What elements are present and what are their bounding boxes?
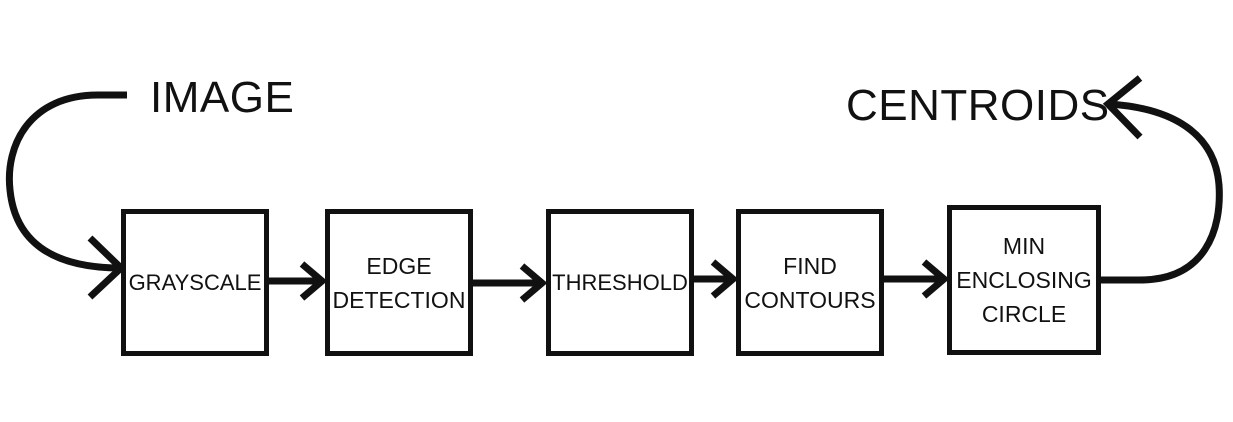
arrow-2-3-head bbox=[519, 263, 548, 303]
end-curve-arrow bbox=[1101, 100, 1223, 284]
arrow-1-2-head bbox=[299, 261, 328, 301]
step-label: THRESHOLD bbox=[552, 269, 688, 295]
end-label-centroids: CENTROIDS bbox=[846, 81, 1110, 130]
step-label: FIND CONTOURS bbox=[744, 252, 876, 313]
step-label: GRAYSCALE bbox=[128, 269, 262, 295]
step-edge-detection: EDGE DETECTION bbox=[325, 209, 473, 356]
arrow-3-4-head bbox=[710, 259, 739, 299]
step-find-contours: FIND CONTOURS bbox=[736, 209, 884, 356]
step-label: EDGE DETECTION bbox=[332, 252, 466, 313]
end-arrowhead bbox=[1102, 75, 1143, 140]
step-grayscale: GRAYSCALE bbox=[121, 209, 269, 356]
step-min-enclosing-circle: MIN ENCLOSING CIRCLE bbox=[947, 205, 1101, 355]
step-threshold: THRESHOLD bbox=[546, 209, 694, 356]
arrow-4-5-head bbox=[921, 259, 950, 299]
step-label: MIN ENCLOSING CIRCLE bbox=[956, 233, 1092, 327]
start-label-image: IMAGE bbox=[150, 73, 295, 122]
start-curve-arrow bbox=[5, 91, 127, 272]
